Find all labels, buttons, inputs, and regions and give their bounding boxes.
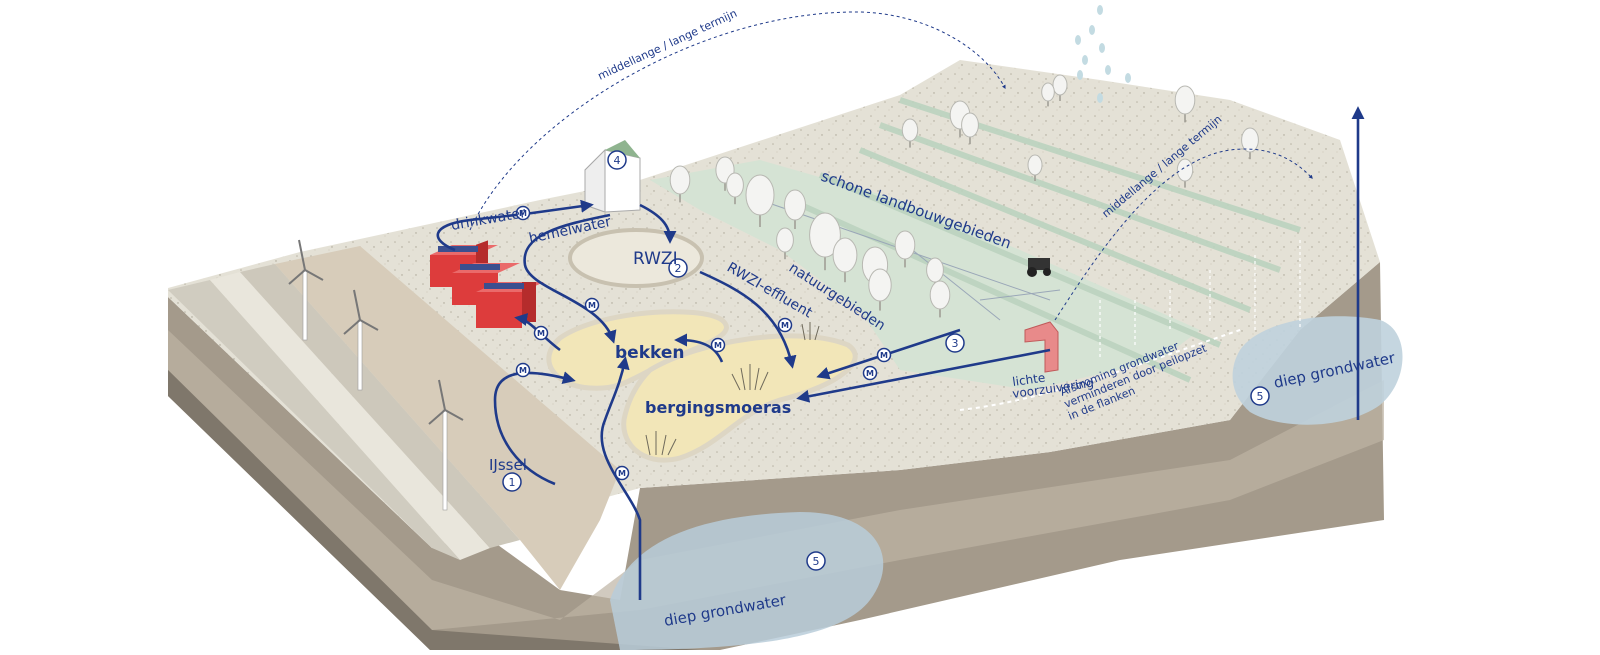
label-termijn-top: middellange / lange termijn	[596, 7, 739, 83]
ijssel-intake-flow	[493, 371, 576, 486]
wind-turbine-icon	[288, 239, 464, 511]
moeras-to-bekken-flow	[674, 333, 724, 363]
meter-marker-label: M	[714, 341, 722, 350]
tree-icon	[1027, 154, 1043, 181]
label-ijssel: IJssel	[489, 456, 527, 474]
tree-icon	[726, 172, 744, 205]
seepage-arrows	[1099, 240, 1301, 360]
dike-strip-3	[240, 264, 520, 548]
dike-strip-1	[168, 280, 460, 560]
meter-marker-label: M	[781, 321, 789, 330]
basins	[546, 228, 858, 463]
tractor-icon	[1027, 258, 1051, 277]
tree-icon	[868, 268, 892, 311]
marker-5-left: 5	[806, 551, 826, 571]
long-term-arrows	[469, 11, 1313, 321]
rwzi-effluent-flow	[699, 270, 797, 369]
meter-marker: M	[515, 362, 531, 378]
tree-icon	[784, 189, 806, 229]
marker-1: 1	[502, 472, 522, 492]
tree-icon	[832, 237, 858, 283]
svg-text:5: 5	[813, 555, 820, 568]
tree-icon	[669, 165, 691, 203]
meter-marker: M	[862, 365, 878, 381]
nature-area	[650, 160, 1200, 390]
tree-icon	[929, 280, 951, 318]
meter-marker-label: M	[866, 369, 874, 378]
tree-icon	[809, 212, 841, 271]
meter-marker-label: M	[519, 366, 527, 375]
dike-strip-2	[210, 272, 490, 560]
tree-icon	[894, 230, 916, 268]
tree-icon	[926, 257, 944, 290]
svg-text:2: 2	[675, 262, 682, 275]
flow-arrows	[436, 106, 1365, 600]
meter-marker-label: M	[588, 301, 596, 310]
landbouw-flow-2	[796, 348, 1051, 403]
marker-3: 3	[945, 333, 965, 353]
meter-marker-label: M	[880, 351, 888, 360]
meter-marker: M	[515, 205, 531, 221]
farmland-strips	[788, 97, 1301, 383]
reed-icon	[645, 322, 820, 456]
tree-icon	[1052, 74, 1068, 101]
meter-marker-label: M	[618, 469, 626, 478]
svg-text:5: 5	[1257, 390, 1264, 403]
deep-to-bekken-flow	[600, 356, 642, 600]
marker-4: 4	[607, 150, 627, 170]
rain-drop-icon	[1075, 5, 1131, 103]
trees	[669, 74, 1259, 318]
meter-marker: M	[876, 347, 892, 363]
meter-marker: M	[710, 337, 726, 353]
rain-drop	[1105, 65, 1111, 75]
rain-drop	[1125, 73, 1131, 83]
rain-drop	[1082, 55, 1088, 65]
pump-house-icon	[1024, 321, 1059, 373]
bergingsmoeras-pond	[621, 333, 858, 463]
marker-5-right: 5	[1250, 386, 1270, 406]
tree-icon	[901, 118, 919, 148]
rain-drop	[1089, 25, 1095, 35]
tree-icon	[776, 227, 794, 260]
tree-icon	[1174, 85, 1196, 123]
number-markers: 1 2 3 4 5 5	[502, 150, 1270, 571]
meter-marker: M	[533, 325, 549, 341]
aquifer-right	[1232, 316, 1403, 425]
rain-drop	[1075, 35, 1081, 45]
rain-drop	[1077, 70, 1083, 80]
house-to-rwzi-flow	[639, 203, 677, 244]
meter-marker: M	[777, 317, 793, 333]
rwzi-basin	[568, 228, 704, 288]
label-bekken: bekken	[615, 343, 685, 363]
tree-icon	[961, 112, 979, 145]
svg-text:1: 1	[509, 476, 516, 489]
svg-text:3: 3	[952, 337, 959, 350]
marker-2: 2	[668, 258, 688, 278]
rain-drop	[1099, 43, 1105, 53]
meter-marker: M	[584, 297, 600, 313]
tree-icon	[1041, 82, 1055, 107]
rain-drop	[1097, 93, 1103, 103]
house-icon	[584, 140, 641, 213]
label-lichte: lichte	[1011, 371, 1046, 389]
drinkwater-flow	[436, 199, 594, 252]
meter-marker: M	[614, 465, 630, 481]
aquifer-left	[610, 512, 884, 650]
meter-marker-label: M	[537, 329, 545, 338]
svg-text:4: 4	[614, 154, 621, 167]
seepage-boundary	[959, 329, 1241, 411]
label-bergingsmoeras: bergingsmoeras	[645, 398, 791, 417]
label-rwzi: RWZI	[633, 249, 678, 269]
rain-drop	[1097, 5, 1103, 15]
meter-marker-label: M	[519, 209, 527, 218]
tree-icon	[745, 174, 775, 227]
